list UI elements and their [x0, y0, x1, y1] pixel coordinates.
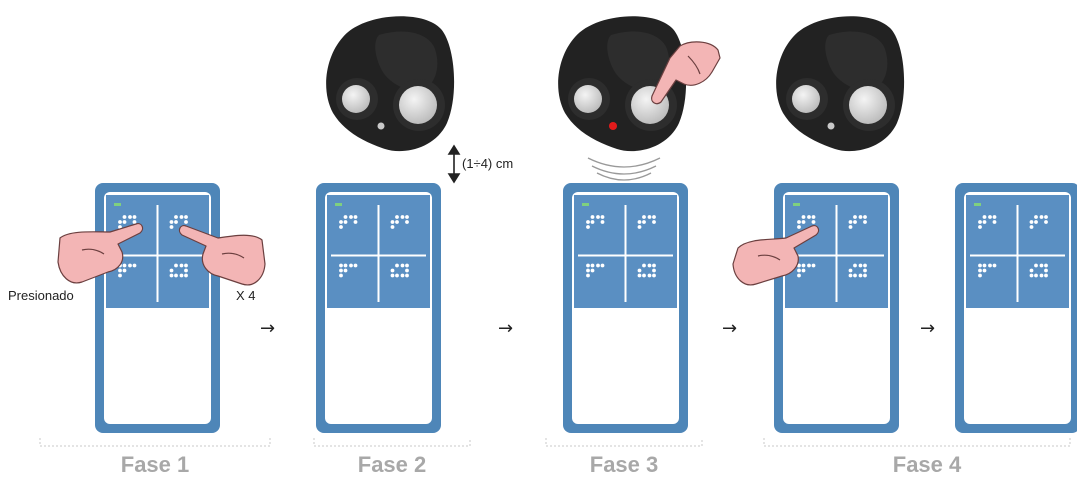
device-phase-2	[316, 183, 441, 433]
pointing-hand-icon	[732, 225, 820, 286]
phase-label-1: Fase 1	[120, 452, 190, 477]
device-phase-4b	[955, 183, 1077, 433]
step-arrow-icon: →	[498, 318, 513, 339]
remote-phase-2	[326, 16, 455, 152]
remote-phase-3	[558, 16, 687, 152]
device-phase-3	[563, 183, 688, 433]
phase-label-3: Fase 3	[589, 452, 659, 477]
step-arrow-icon: →	[260, 318, 275, 339]
pointing-hand-icon	[57, 223, 144, 284]
pointing-hand-icon	[178, 225, 266, 286]
step-arrow-icon: →	[722, 318, 737, 339]
phase-brackets	[39, 438, 1071, 447]
phase-label-2: Fase 2	[357, 452, 427, 477]
vibration-waves-icon	[587, 157, 661, 181]
distance-label: (1÷4) cm	[462, 156, 514, 171]
step-arrow-icon: →	[920, 318, 935, 339]
pressed-label: Presionado	[8, 288, 74, 303]
remote-phase-4	[776, 16, 905, 152]
device-phase-4a	[774, 183, 899, 433]
phase-label-4: Fase 4	[892, 452, 962, 477]
pointing-hand-icon	[651, 41, 721, 105]
repeat-label: X 4	[236, 288, 256, 303]
device-phase-1	[95, 183, 220, 433]
double-arrow-icon	[447, 144, 461, 184]
